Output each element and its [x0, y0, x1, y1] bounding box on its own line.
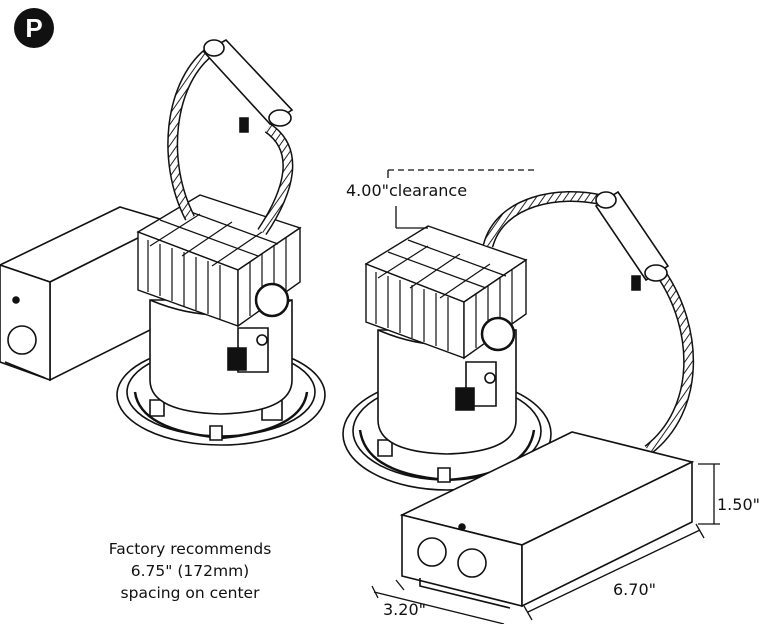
note-line: spacing on center: [120, 584, 260, 602]
spacing-note: Factory recommends 6.75" (172mm) spacing…: [70, 538, 310, 604]
width-dimension-lines: [372, 580, 504, 624]
length-dimension-lines: [524, 524, 704, 620]
left-fixture: [0, 40, 325, 445]
right-driver-box: [402, 432, 692, 608]
left-connector: [204, 40, 292, 132]
left-heat-sink: [138, 195, 300, 326]
height-dimension-lines: [698, 464, 720, 524]
right-heat-sink: [366, 226, 526, 358]
note-line: Factory recommends: [108, 540, 272, 558]
right-body-cylinder: [378, 330, 516, 454]
note-line: 6.75" (172mm): [130, 562, 250, 580]
height-dimension-label: 1.50": [717, 495, 760, 514]
width-dimension-label: 3.20": [383, 600, 426, 619]
right-connector: [596, 192, 668, 290]
clearance-label: 4.00"clearance: [346, 181, 468, 200]
clearance-marker: [388, 170, 536, 228]
length-dimension-label: 6.70": [613, 580, 656, 599]
badge-icon: P: [14, 8, 54, 48]
badge-letter: P: [25, 12, 43, 43]
right-fixture: [343, 192, 692, 608]
